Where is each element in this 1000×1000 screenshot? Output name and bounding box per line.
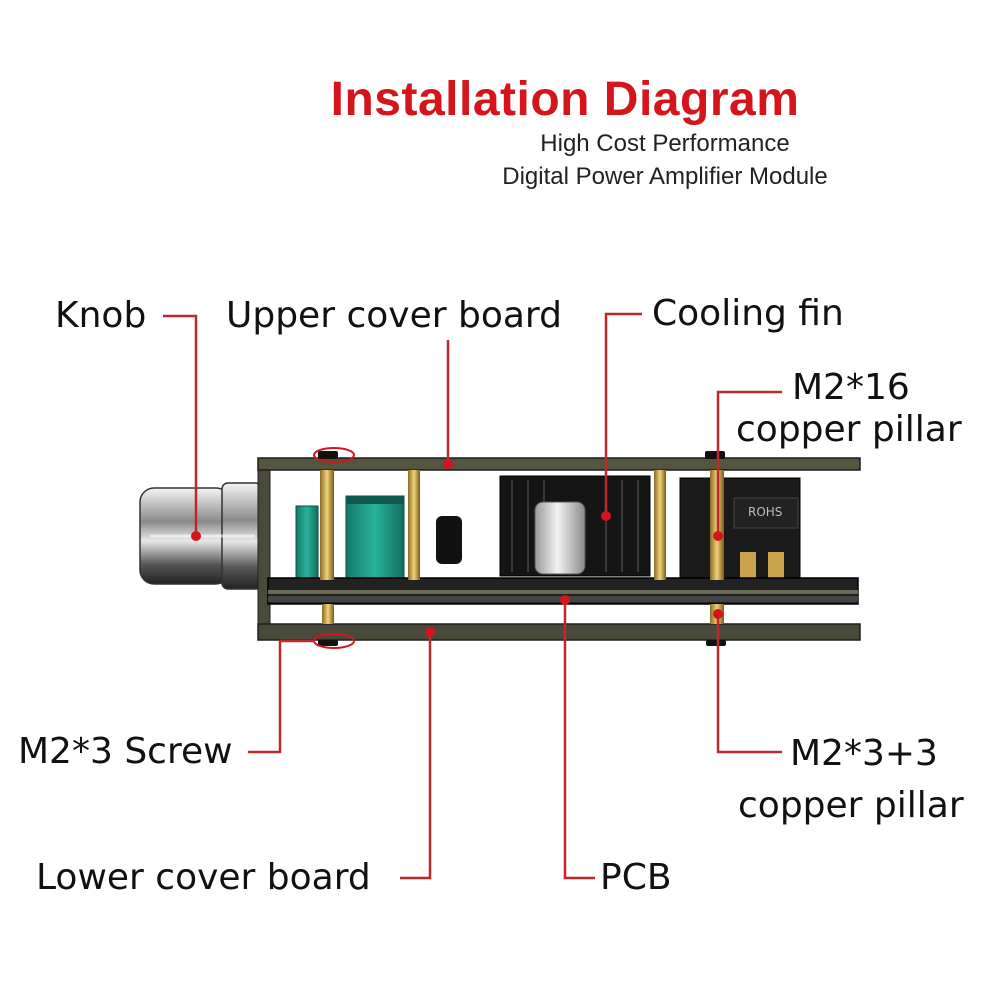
m2-3-screws xyxy=(318,451,726,646)
leader-dots xyxy=(191,459,723,637)
page-title: Installation Diagram xyxy=(330,73,800,126)
label-m2-3-3-line1: M2*3+3 xyxy=(790,733,938,774)
label-m2-16-line2: copper pillar xyxy=(736,409,962,450)
inductor xyxy=(436,516,462,564)
upper-cover-board xyxy=(257,457,861,471)
teal-potentiometer xyxy=(295,495,405,589)
electrolytic-capacitor xyxy=(534,501,586,575)
label-pcb: PCB xyxy=(600,857,672,898)
subtitle-line-2: Digital Power Amplifier Module xyxy=(502,163,828,190)
subtitle-line-1: High Cost Performance xyxy=(540,130,790,157)
label-m2-16-line1: M2*16 xyxy=(792,367,910,408)
label-m2-3-3-line2: copper pillar xyxy=(738,785,964,826)
potentiometer-panel xyxy=(257,469,271,641)
rohs-mark: ROHS xyxy=(748,505,782,519)
lower-cover-board xyxy=(257,623,861,641)
label-cooling-fin: Cooling fin xyxy=(652,293,844,334)
label-m2-3-screw: M2*3 Screw xyxy=(18,731,233,772)
leader-lines xyxy=(163,312,782,880)
audio-jack xyxy=(679,477,801,585)
knob xyxy=(139,482,263,590)
label-knob: Knob xyxy=(55,295,147,336)
m2-3-3-copper-pillars xyxy=(322,604,724,624)
m2-16-copper-pillars xyxy=(320,470,724,580)
screw-highlight-top xyxy=(313,447,355,463)
label-upper-cover-board: Upper cover board xyxy=(226,295,562,336)
label-lower-cover-board: Lower cover board xyxy=(36,857,371,898)
